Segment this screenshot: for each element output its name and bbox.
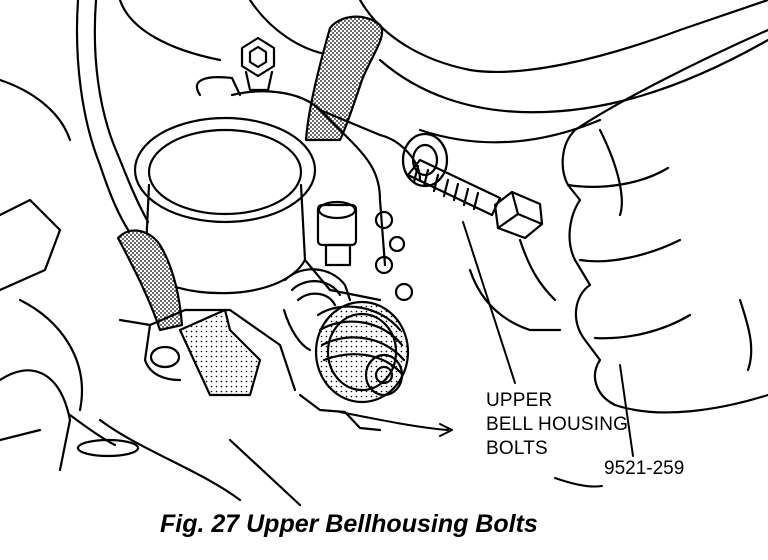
bellhousing-bolt [406,158,544,240]
hand-silhouette [468,28,768,414]
bolt-callout-label: UPPER BELL HOUSING BOLTS [486,389,628,461]
callout-line-bell-housing: BELL HOUSING [486,414,629,435]
sensor-cap [316,200,358,267]
shaded-hose-left [116,229,184,332]
shaded-bracket-upper [304,15,384,142]
hex-bolt-top [240,36,276,92]
engine-line-drawing [0,0,768,507]
callout-line-bolts: BOLTS [486,438,548,459]
upper-pipes [0,0,768,144]
throttle-body-housing [195,76,449,302]
mounting-bracket [68,308,297,458]
callout-line-upper: UPPER [486,390,553,411]
leader-lines [339,221,634,488]
figure-number: 9521-259 [604,458,685,479]
figure-caption: Fig. 27 Upper Bellhousing Bolts [160,510,538,538]
throttle-pulley [282,268,410,432]
vacuum-hose [75,0,150,242]
engine-block-outline [0,198,302,507]
